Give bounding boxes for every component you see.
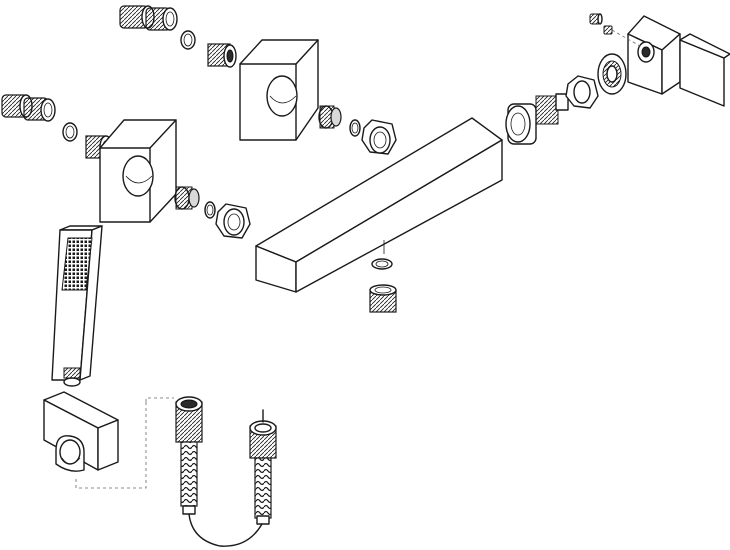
shower-head-nozzles bbox=[61, 237, 93, 291]
outlet-washer bbox=[371, 258, 393, 270]
shower-holder bbox=[43, 391, 119, 472]
lower-eccentric-knurl-2 bbox=[23, 97, 56, 122]
handle-adapter bbox=[597, 53, 627, 95]
lower-washer bbox=[62, 122, 78, 142]
upper-wall-flange bbox=[239, 39, 319, 141]
upper-eccentric-knurl-2 bbox=[145, 7, 178, 31]
hand-shower bbox=[51, 225, 103, 387]
outlet-nipple bbox=[369, 284, 397, 313]
hose-loop bbox=[188, 513, 263, 547]
hose-guide-line bbox=[145, 397, 174, 402]
lower-eccentric-connector bbox=[1, 94, 113, 159]
hose-nut-right bbox=[249, 420, 277, 459]
flexible-hose bbox=[175, 396, 277, 547]
upper-eccentric-connector bbox=[119, 5, 237, 68]
lever-handle bbox=[627, 15, 730, 107]
cartridge-nut bbox=[565, 75, 599, 109]
lower-inlet-fitting bbox=[174, 186, 251, 239]
handle-screw bbox=[589, 13, 613, 35]
upper-filter-nipple bbox=[207, 43, 237, 68]
lower-union-nut bbox=[215, 203, 251, 239]
hose-coil-left bbox=[180, 441, 198, 507]
thermostatic-bar-body bbox=[255, 117, 503, 293]
hose-nut-left bbox=[175, 396, 203, 443]
upper-union-nut bbox=[361, 119, 397, 155]
hose-coil-right bbox=[254, 457, 272, 519]
upper-inlet-fitting bbox=[318, 105, 397, 155]
lower-wall-flange bbox=[99, 119, 177, 223]
upper-washer bbox=[180, 30, 196, 50]
cartridge bbox=[505, 93, 569, 145]
